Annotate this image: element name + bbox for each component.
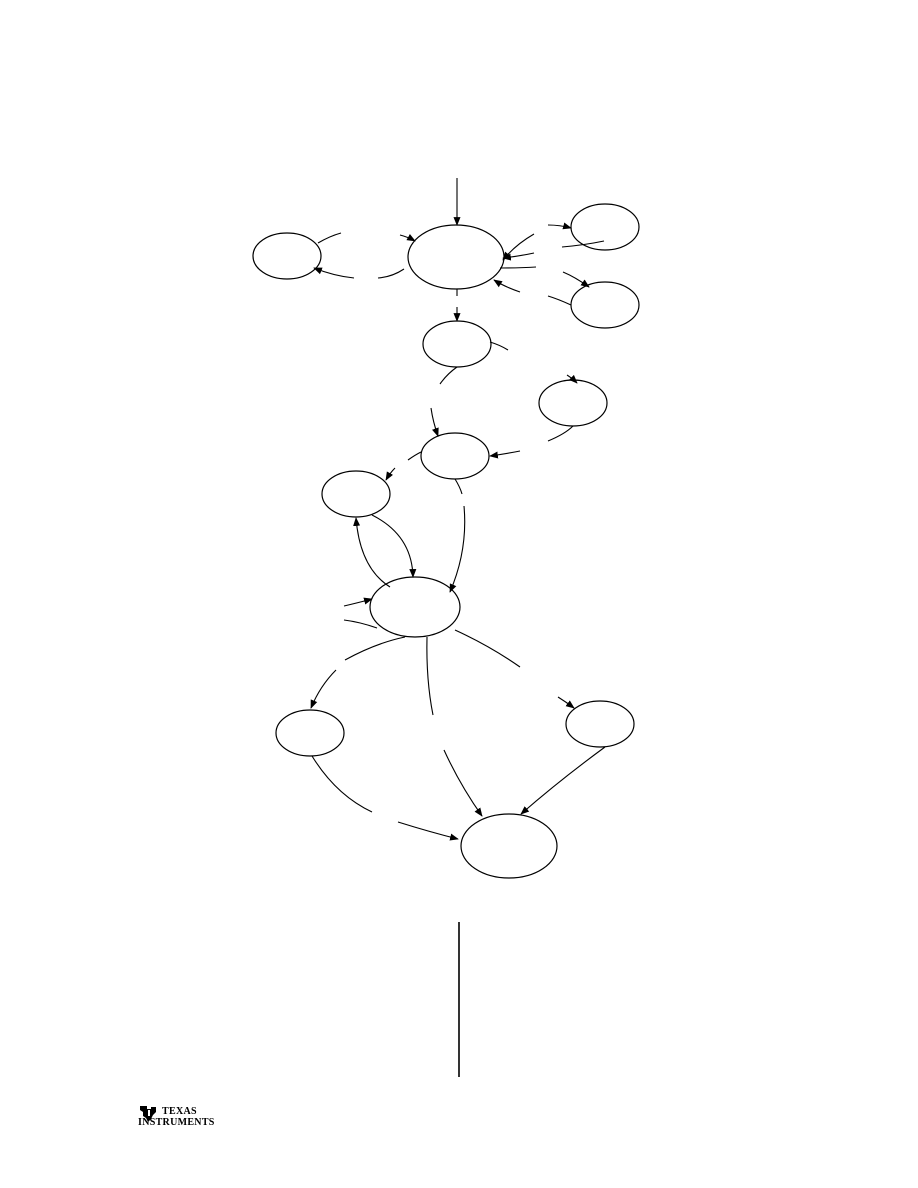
edge-midcenter-to-midleft: [407, 451, 422, 461]
edge-hub-in-left-a: [343, 597, 373, 607]
edge-hub-in-left-b: [343, 619, 378, 629]
state-node-mid-right: [538, 379, 608, 427]
state-node-mid-left: [321, 470, 391, 518]
edge-belowtop-out-down: [439, 366, 458, 385]
logo-line2: INSTRUMENTS: [138, 1117, 215, 1128]
edge-hub-to-midleft: [353, 517, 391, 588]
state-node-hub: [369, 576, 461, 638]
edge-midcenter-to-hub: [454, 478, 463, 495]
edge-trl-to-top: [547, 295, 572, 306]
edge-hub-to-lowerleft: [344, 636, 406, 661]
edge-hub-to-lowerright-head: [557, 696, 575, 709]
edge-into-midcenter: [430, 407, 439, 437]
edge-lowerleft-to-bottom-head: [397, 821, 459, 841]
edge-top-in-b: [499, 266, 537, 269]
edge-top-to-topleft: [377, 268, 405, 279]
edge-into-midright: [566, 374, 578, 384]
edge-hub-to-lowerleft-head: [310, 669, 337, 709]
state-node-top-left: [252, 232, 322, 280]
edge-tru-to-top: [561, 240, 605, 248]
edge-hub-to-bottom-head: [443, 749, 483, 817]
edge-trl-to-top-head: [493, 279, 521, 293]
edge-top-in-a: [502, 252, 535, 261]
state-node-top-center: [407, 224, 505, 290]
edge-midcenter-to-midleft-head: [385, 467, 396, 481]
state-node-lower-right: [565, 700, 635, 748]
edge-topleft-to-top: [317, 232, 342, 244]
edge-midright-to-midcenter-head: [489, 450, 521, 459]
edge-top-to-tru: [547, 222, 572, 230]
edge-topleft-to-top-head: [399, 234, 416, 242]
state-node-top-right-upper: [570, 203, 640, 251]
ti-state-icon: [140, 1106, 156, 1122]
edge-lowerright-to-bottom: [520, 746, 606, 815]
edge-midleft-to-hub: [371, 514, 417, 578]
edge-hub-to-bottom: [426, 636, 434, 716]
state-node-mid-center: [420, 432, 490, 480]
edge-midcenter-to-hub-head: [449, 505, 466, 593]
edge-hub-to-lowerright: [454, 629, 521, 668]
edge-top-to-topleft-head: [313, 267, 355, 279]
state-node-below-top: [422, 320, 492, 368]
logo-line1: TEXAS: [162, 1106, 197, 1117]
state-node-top-right-lower: [570, 281, 640, 329]
state-node-bottom: [460, 813, 558, 879]
state-node-lower-left: [275, 709, 345, 757]
edge-belowtop-out-right: [489, 341, 509, 351]
edge-top-to-trl: [562, 271, 590, 288]
texas-instruments-logo: TEXAS INSTRUMENTS: [138, 1104, 218, 1132]
edge-midright-to-midcenter: [547, 425, 574, 442]
edge-lowerleft-to-bottom: [311, 755, 373, 813]
